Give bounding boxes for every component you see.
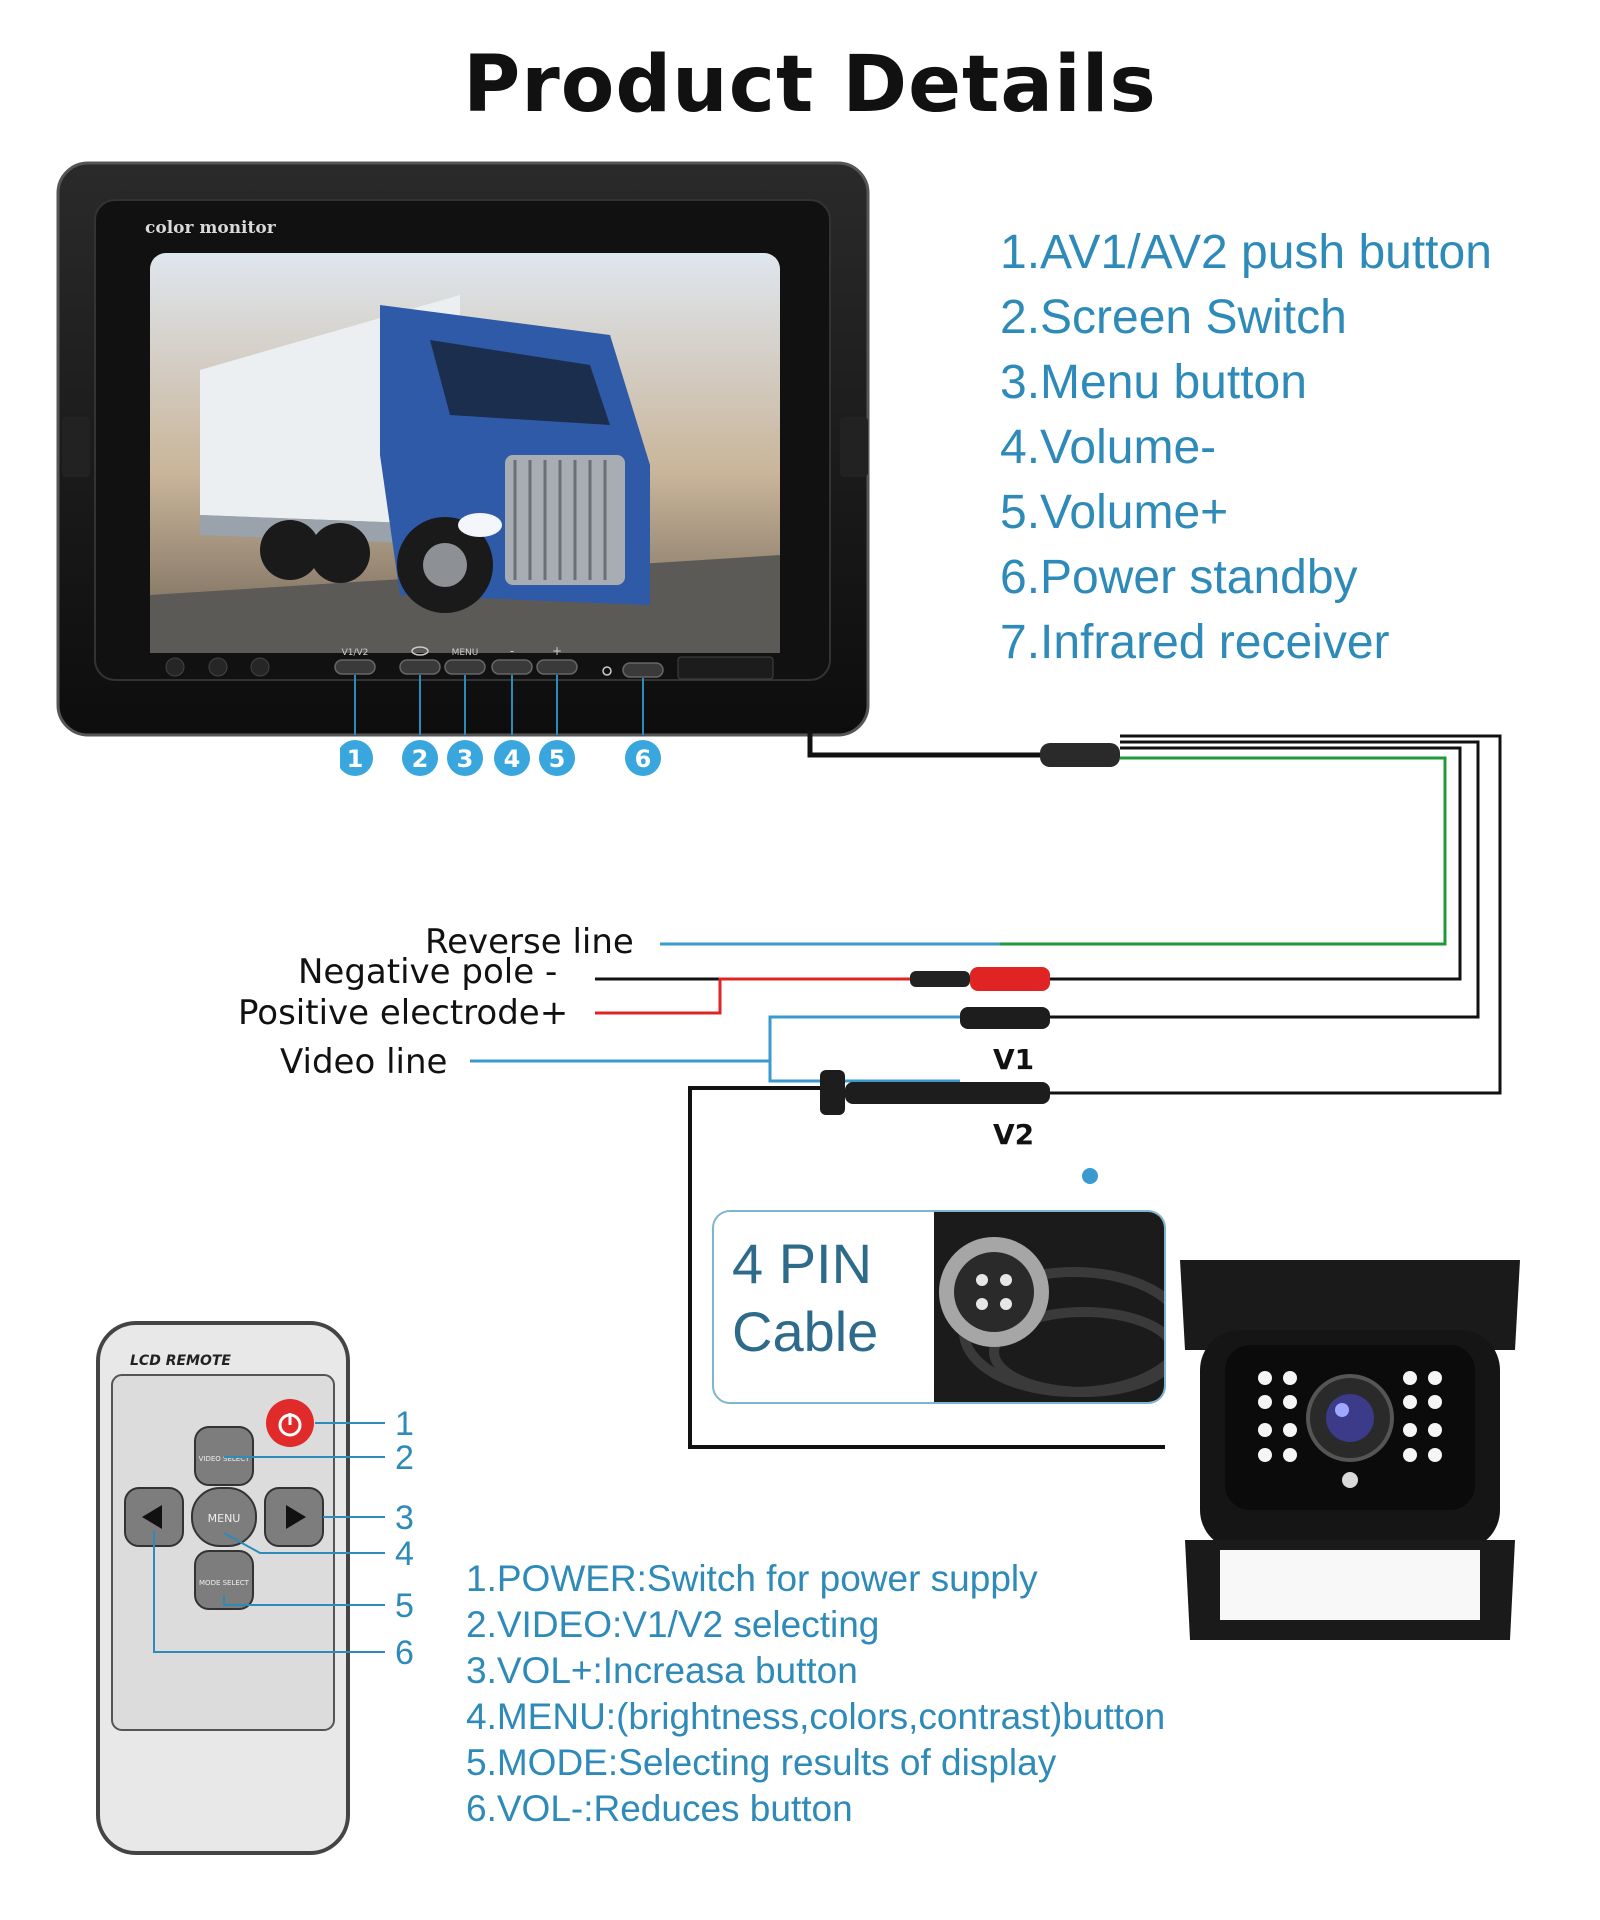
v2-label: V2	[993, 1118, 1035, 1151]
remote-feature-list: 1.POWER:Switch for power supply 2.VIDEO:…	[466, 1556, 1165, 1832]
remote-feature-item: 5.MODE:Selecting results of display	[466, 1742, 1057, 1783]
monitor-btn-label-3: MENU	[452, 648, 479, 658]
monitor-btn-label-5: +	[552, 644, 562, 658]
remote-feature-item: 3.VOL+:Increasa button	[466, 1650, 858, 1691]
pin-badge-line1: 4 PIN	[732, 1232, 873, 1295]
mode-select-key[interactable]	[194, 1550, 254, 1610]
power-standby-button[interactable]	[622, 662, 664, 678]
monitor-btn-label-4: -	[510, 644, 514, 658]
pin-badge-line2: Cable	[732, 1300, 879, 1363]
backup-camera-illustration	[1180, 1260, 1520, 1640]
monitor-callout-4: 4	[504, 745, 521, 773]
monitor-buttons	[334, 659, 664, 678]
remote-callout-5: 5	[395, 1587, 414, 1625]
monitor-callout-2: 2	[412, 745, 429, 773]
screen-switch-button[interactable]	[399, 659, 441, 675]
right-arrow-icon	[286, 1505, 306, 1529]
monitor-feature-list: 1.AV1/AV2 push button 2.Screen Switch 3.…	[1000, 220, 1492, 675]
monitor-feature-item: 7.Infrared receiver	[1000, 616, 1390, 669]
av-button[interactable]	[334, 659, 376, 675]
monitor-feature-item: 6.Power standby	[1000, 551, 1358, 604]
mode-key-label: MODE SELECT	[199, 1579, 250, 1587]
monitor-feature-item: 2.Screen Switch	[1000, 291, 1347, 344]
monitor-callout-3: 3	[457, 745, 474, 773]
left-arrow-icon	[142, 1505, 162, 1529]
remote-feature-item: 4.MENU:(brightness,colors,contrast)butto…	[466, 1696, 1166, 1737]
menu-key[interactable]	[191, 1487, 257, 1547]
v1-label: V1	[993, 1043, 1035, 1076]
menu-button[interactable]	[444, 659, 486, 675]
remote-feature-item: 2.VIDEO:V1/V2 selecting	[466, 1604, 880, 1645]
monitor-brand-label: color monitor	[145, 218, 277, 238]
positive-electrode-label: Positive electrode+	[238, 993, 569, 1033]
video-line-label: Video line	[280, 1042, 448, 1082]
monitor-feature-item: 3.Menu button	[1000, 356, 1307, 409]
menu-key-label: MENU	[208, 1512, 241, 1525]
monitor-callout-6: 6	[635, 745, 652, 773]
remote-callout-2: 2	[395, 1439, 414, 1477]
volume-down-button[interactable]	[491, 659, 533, 675]
remote-brand: LCD REMOTE	[130, 1353, 231, 1369]
pin-badge-text: 4 PIN Cable	[732, 1230, 878, 1366]
page-title: Product Details	[463, 40, 1157, 130]
remote-callout-1: 1	[395, 1405, 414, 1443]
remote-callout-3: 3	[395, 1499, 414, 1537]
monitor-callouts: 1 2 3 4 5 6	[340, 740, 661, 776]
four-pin-cable-badge: 4 PIN Cable	[712, 1210, 1166, 1404]
monitor-feature-item: 4.Volume-	[1000, 421, 1217, 474]
remote-callout-6: 6	[395, 1634, 414, 1672]
infrared-receiver	[677, 656, 774, 680]
reverse-line-label: Reverse line	[425, 922, 634, 962]
remote-control-illustration: LCD REMOTE VIDEO SELECT MENU MODE SELECT…	[96, 1321, 414, 1855]
negative-pole-label: Negative pole -	[298, 952, 558, 992]
video-key-label: VIDEO SELECT	[199, 1455, 250, 1463]
monitor-callout-1: 1	[347, 745, 364, 773]
remote-feature-item: 6.VOL-:Reduces button	[466, 1788, 853, 1829]
remote-callout-4: 4	[395, 1535, 414, 1573]
monitor-feature-item: 5.Volume+	[1000, 486, 1229, 539]
monitor-illustration: color monitor V1/V2 MENU - +	[56, 161, 870, 737]
monitor-screen-switch-icon	[411, 646, 429, 656]
monitor-btn-label-1: V1/V2	[342, 648, 369, 658]
volume-up-button[interactable]	[536, 659, 578, 675]
monitor-callout-5: 5	[549, 745, 566, 773]
remote-feature-item: 1.POWER:Switch for power supply	[466, 1558, 1038, 1599]
monitor-feature-item: 1.AV1/AV2 push button	[1000, 226, 1492, 279]
connector-photo-icon	[934, 1212, 1164, 1402]
